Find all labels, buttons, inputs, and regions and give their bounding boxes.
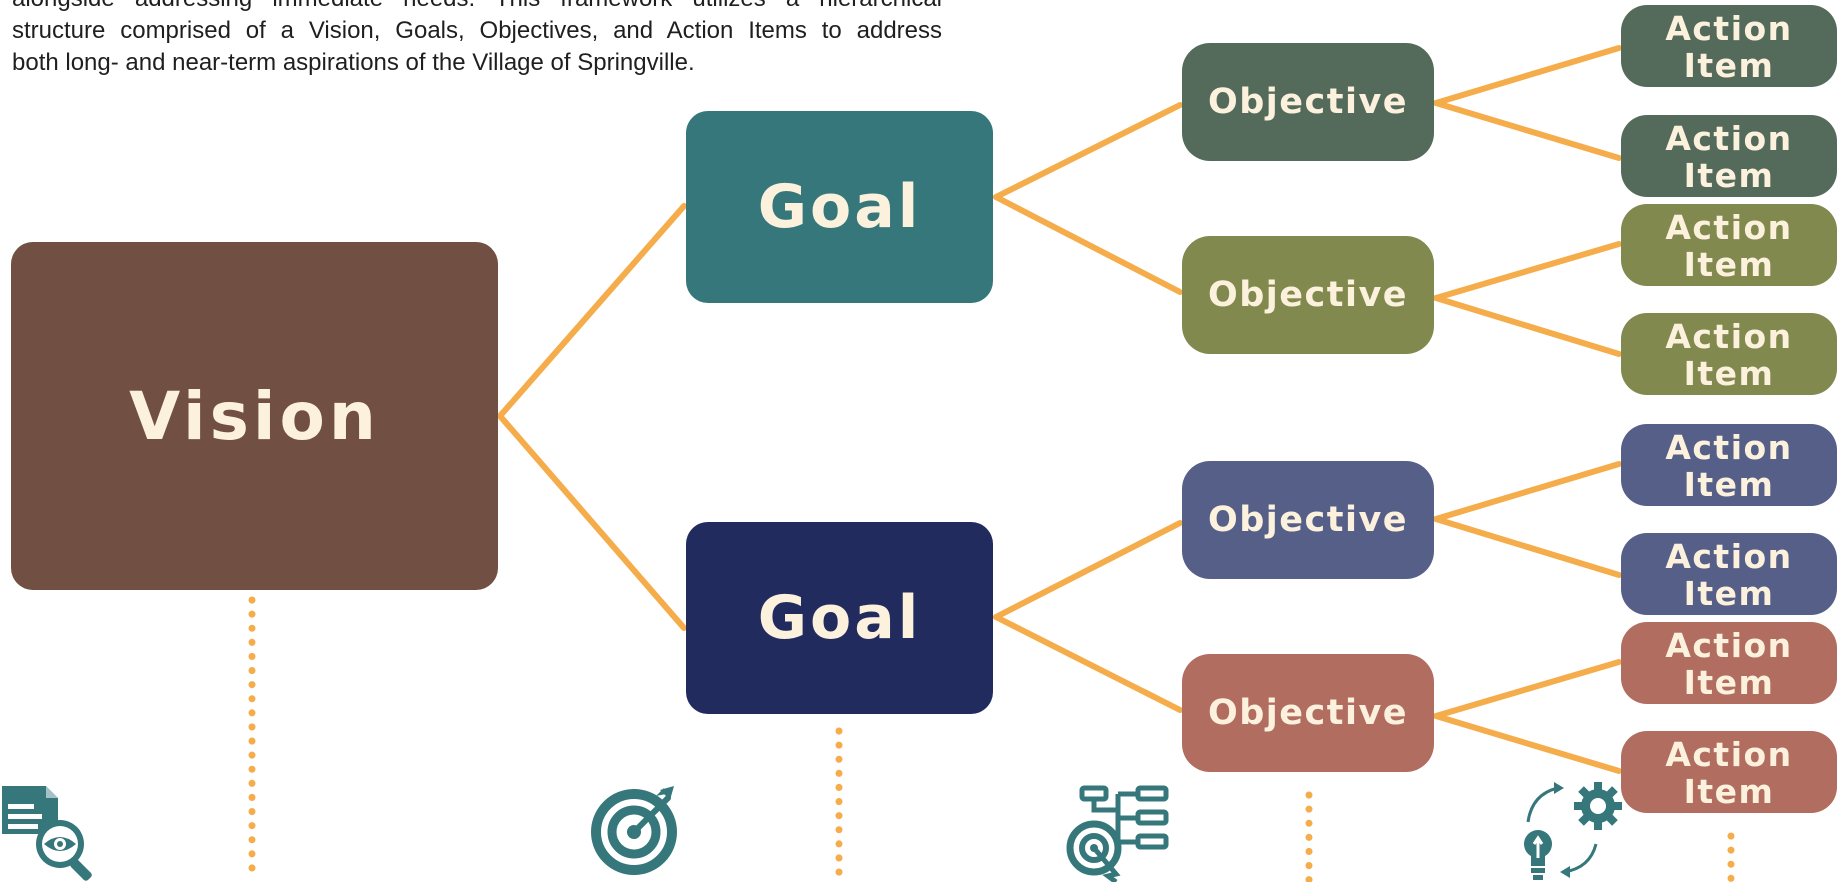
connector-goal-1-objective-2 <box>993 194 1183 295</box>
document-search-icon <box>2 786 92 881</box>
action-item-box: Action Item <box>1621 5 1837 87</box>
objective-label: Objective <box>1207 693 1409 733</box>
hierarchy-target-icon <box>1066 785 1169 882</box>
connector-objective-2-action-3 <box>1433 241 1622 301</box>
connector-goal-1-objective-1 <box>993 102 1183 200</box>
action-item-box: Action Item <box>1621 731 1837 813</box>
action-item-label: Action Item <box>1665 537 1793 613</box>
action-item-box: Action Item <box>1621 313 1837 395</box>
action-item-label: Action Item <box>1665 119 1793 195</box>
connector-objective-4-action-7 <box>1433 659 1622 719</box>
connector-objective-4-action-8 <box>1433 713 1622 774</box>
objective-label: Objective <box>1207 82 1409 122</box>
objective-label: Objective <box>1207 275 1409 315</box>
objective-box: Objective <box>1182 43 1434 161</box>
action-item-label: Action Item <box>1665 317 1793 393</box>
action-item-box: Action Item <box>1621 204 1837 286</box>
goal-label: Goal <box>757 172 922 242</box>
objective-box: Objective <box>1182 654 1434 772</box>
intro-line-2: structure comprised of a Vision, Goals, … <box>12 17 942 44</box>
action-item-box: Action Item <box>1621 622 1837 704</box>
vision-label: Vision <box>129 377 380 455</box>
connector-objective-3-action-5 <box>1433 461 1622 522</box>
connector-vision-goal-2 <box>497 413 687 631</box>
connector-objective-3-action-6 <box>1433 516 1622 578</box>
connector-objective-2-action-4 <box>1433 295 1622 357</box>
intro-line-3: both long- and near-term aspirations of … <box>12 49 695 76</box>
idea-gear-cycle-icon <box>1524 782 1622 880</box>
action-item-label: Action Item <box>1665 626 1793 702</box>
vision-box: Vision <box>11 242 498 590</box>
action-item-label: Action Item <box>1665 735 1793 811</box>
action-item-box: Action Item <box>1621 115 1837 197</box>
objective-label: Objective <box>1207 500 1409 540</box>
objective-box: Objective <box>1182 236 1434 354</box>
action-item-label: Action Item <box>1665 208 1793 284</box>
objective-box: Objective <box>1182 461 1434 579</box>
target-icon <box>591 786 677 875</box>
connector-objective-1-action-1 <box>1433 45 1622 106</box>
intro-paragraph: alongside addressing immediate needs. Th… <box>12 0 942 79</box>
action-item-label: Action Item <box>1665 9 1793 85</box>
action-item-box: Action Item <box>1621 424 1837 506</box>
intro-line-1: alongside addressing immediate needs. Th… <box>12 0 942 15</box>
goal-box: Goal <box>686 111 993 303</box>
action-item-label: Action Item <box>1665 428 1793 504</box>
goal-label: Goal <box>757 583 922 653</box>
connector-objective-1-action-2 <box>1433 100 1622 161</box>
connector-goal-2-objective-4 <box>993 614 1183 713</box>
connector-vision-goal-1 <box>497 203 687 419</box>
action-item-box: Action Item <box>1621 533 1837 615</box>
goal-box: Goal <box>686 522 993 714</box>
connector-goal-2-objective-3 <box>993 520 1183 620</box>
